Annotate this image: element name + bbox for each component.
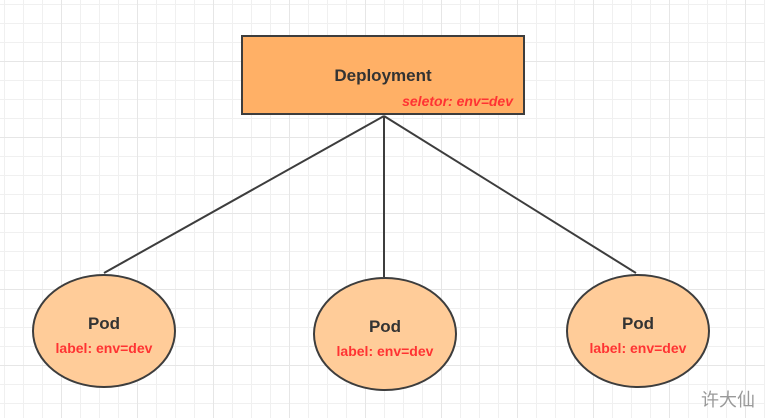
pod-title: Pod bbox=[87, 314, 121, 333]
pod-label: label: env=dev bbox=[55, 340, 153, 356]
edge-deployment-pod-1 bbox=[103, 115, 385, 274]
pod-node-1[interactable]: Pod label: env=dev bbox=[32, 274, 176, 388]
deployment-node[interactable]: Deployment seletor: env=dev bbox=[241, 35, 525, 115]
pod-node-2[interactable]: Pod label: env=dev bbox=[313, 277, 457, 391]
pod-title: Pod bbox=[368, 317, 402, 336]
pod-title: Pod bbox=[621, 314, 655, 333]
pod-label: label: env=dev bbox=[589, 340, 687, 356]
deployment-title: Deployment bbox=[334, 66, 432, 85]
pod-label: label: env=dev bbox=[336, 343, 434, 359]
watermark: 许大仙 bbox=[701, 390, 755, 411]
deployment-selector: seletor: env=dev bbox=[402, 93, 513, 109]
edge-deployment-pod-3 bbox=[383, 115, 637, 274]
pod-node-3[interactable]: Pod label: env=dev bbox=[566, 274, 710, 388]
